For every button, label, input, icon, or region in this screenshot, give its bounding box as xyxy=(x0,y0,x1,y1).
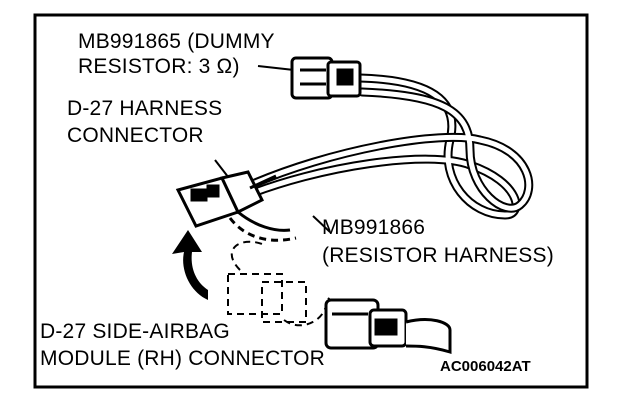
harness-connector-icon xyxy=(175,170,297,242)
resistor-harness-wires xyxy=(235,73,534,220)
airbag-connector-label-line1: D-27 SIDE-AIRBAG xyxy=(40,320,230,343)
harness-connector-label-line2: CONNECTOR xyxy=(67,124,204,147)
figure-code: AC006042AT xyxy=(440,358,531,375)
airbag-connector-label-line2: MODULE (RH) CONNECTOR xyxy=(40,347,325,370)
ghost-connector xyxy=(227,240,327,327)
dummy-resistor-label-line2: RESISTOR: 3 Ω) xyxy=(78,55,240,78)
harness-connector-label-line1: D-27 HARNESS xyxy=(67,97,223,120)
dummy-resistor-icon xyxy=(290,56,362,100)
airbag-module-connector-icon xyxy=(324,298,452,355)
resistor-harness-label-line2: (RESISTOR HARNESS) xyxy=(322,244,554,267)
resistor-harness-label-line1: MB991866 xyxy=(322,216,426,239)
connect-direction-arrow-icon xyxy=(172,230,208,300)
figure-border xyxy=(33,13,589,389)
dummy-resistor-label-line1: MB991865 (DUMMY xyxy=(78,30,275,53)
